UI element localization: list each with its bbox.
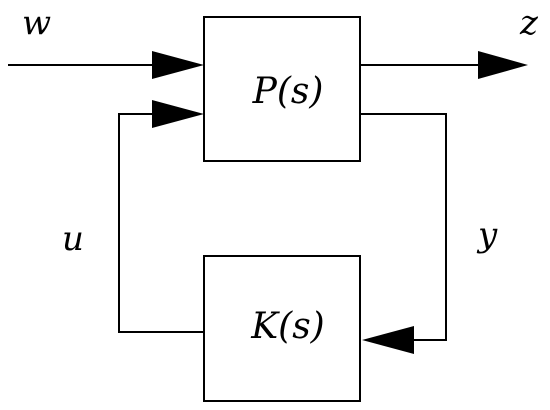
controller-box [203,255,361,402]
signal-u: u [62,100,204,333]
w-label: w [22,3,51,43]
plant-block: P(s) [203,16,361,162]
plant-label: P(s) [252,71,324,112]
controller-block: K(s) [203,255,361,402]
signal-z: z [360,3,539,79]
y-label: y [476,215,498,255]
u-arrowhead [152,100,204,128]
y-arrowhead [362,326,414,354]
controller-label: K(s) [250,306,324,347]
z-arrowhead [478,51,528,79]
w-arrowhead [152,51,204,79]
signal-w: w [8,3,204,79]
u-feedback-line [118,113,204,333]
signal-y: y [360,113,498,354]
plant-box [203,16,361,162]
y-feedback-line [360,113,447,341]
u-label: u [62,219,84,259]
z-label: z [519,3,539,43]
